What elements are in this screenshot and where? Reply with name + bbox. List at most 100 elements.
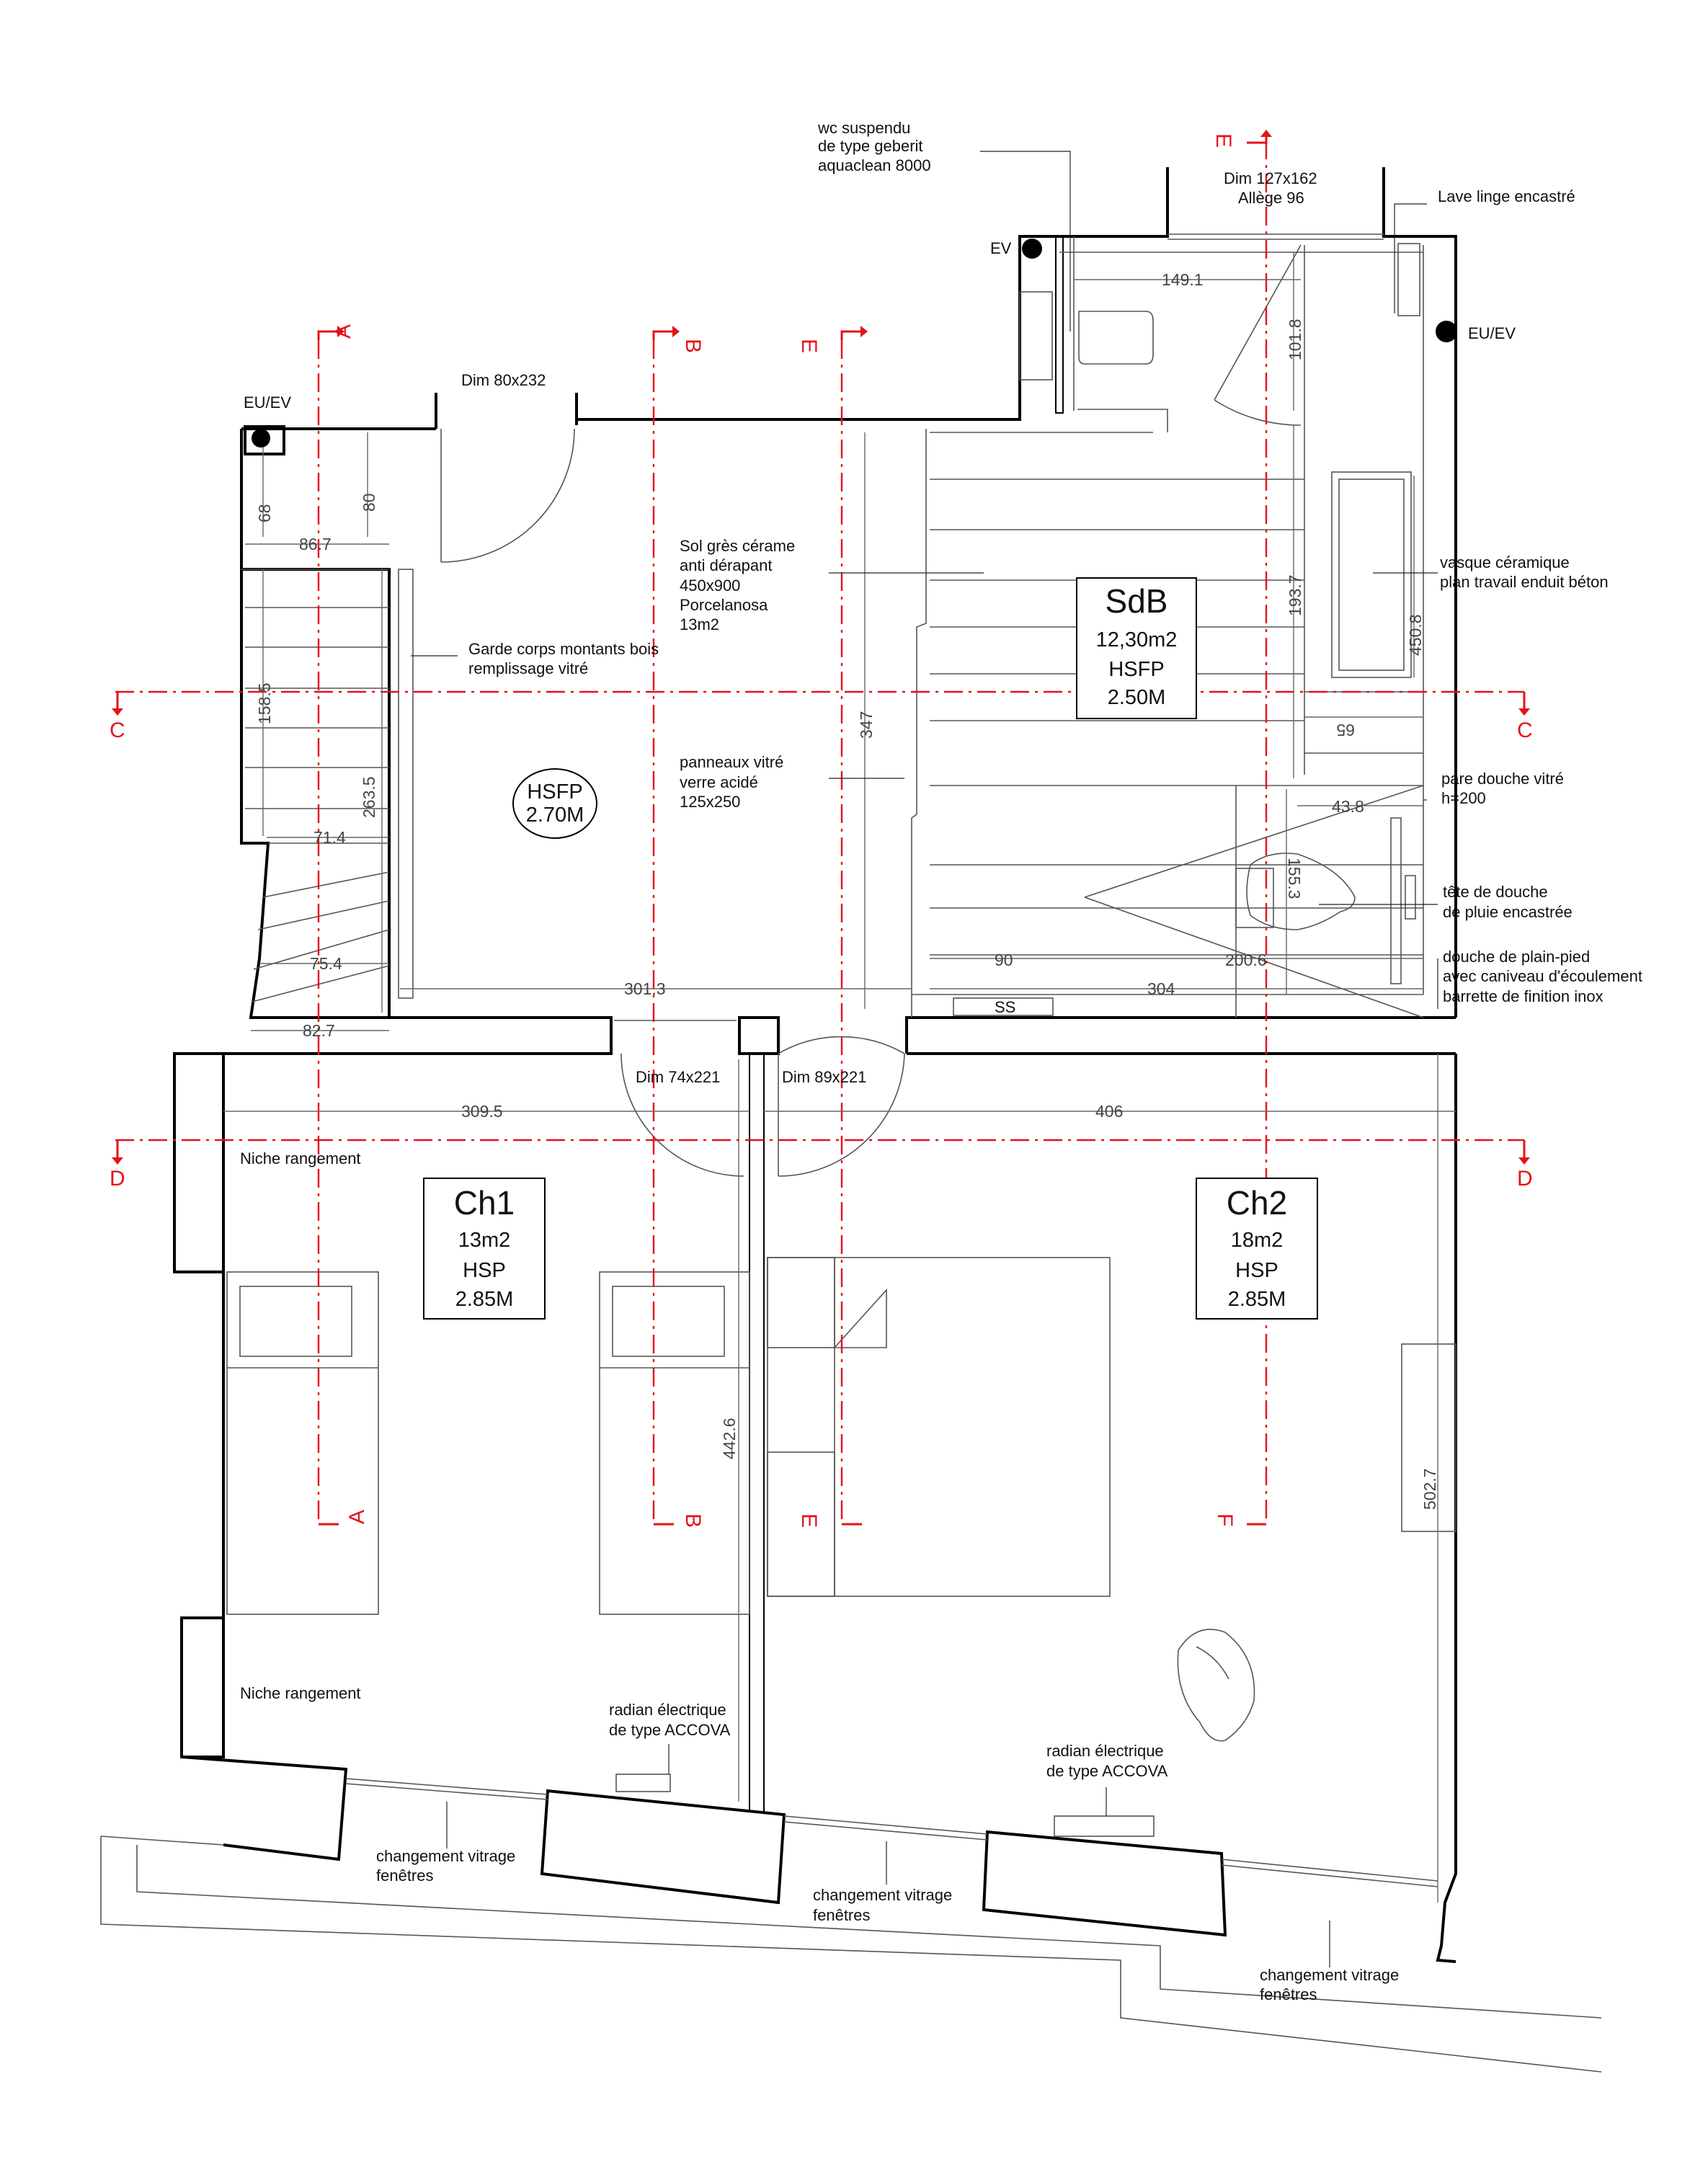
- landing-height: 2.70M: [526, 804, 584, 827]
- dim-450-8: 450.8: [1406, 614, 1425, 656]
- panneaux-note-1: panneaux vitré: [680, 753, 783, 771]
- section-d-left: D: [110, 1167, 125, 1191]
- dim-80: 80: [360, 493, 378, 512]
- section-d-right: D: [1517, 1167, 1533, 1191]
- wc-note-3: aquaclean 8000: [818, 156, 931, 174]
- landing-hsfp: HSFP: [527, 780, 582, 804]
- door-entry-dim: Dim 80x232: [461, 371, 546, 389]
- lave-linge-note: Lave linge encastré: [1438, 187, 1575, 205]
- dim-406: 406: [1095, 1102, 1123, 1121]
- garde-corps-note-2: remplissage vitré: [468, 659, 588, 677]
- vitrage-1-line-2: fenêtres: [376, 1867, 434, 1885]
- dim-65: 65: [1336, 721, 1355, 739]
- ch2-name: Ch2: [1227, 1184, 1287, 1222]
- dim-263-5: 263.5: [360, 776, 378, 818]
- vitrage-1-line-1: changement vitrage: [376, 1847, 515, 1865]
- door-ch1-dim: Dim 74x221: [636, 1068, 720, 1086]
- radian-1-line-2: de type ACCOVA: [609, 1721, 731, 1739]
- section-a-top: A: [332, 324, 355, 339]
- sdb-height: 2.50M: [1108, 686, 1166, 709]
- section-c-left: C: [110, 718, 125, 742]
- ev-pipe-icon: [1022, 239, 1042, 259]
- radian-1-line-1: radian électrique: [609, 1701, 726, 1719]
- sol-note-2: anti dérapant: [680, 556, 772, 574]
- sdb-type: HSFP: [1108, 658, 1164, 681]
- annotations: wc suspendu de type geberit aquaclean 80…: [240, 119, 1642, 2003]
- wc-note-1: wc suspendu: [817, 119, 910, 137]
- walls: [100, 167, 1602, 2073]
- panneaux-note-2: verre acidé: [680, 773, 758, 791]
- dim-309-5: 309.5: [461, 1102, 503, 1121]
- ch1-height: 2.85M: [455, 1288, 514, 1311]
- drain-symbols: [252, 239, 1457, 448]
- ss-label: SS: [995, 998, 1015, 1016]
- leaders: [411, 151, 1438, 1967]
- ev-label: EV: [990, 239, 1012, 257]
- dim-75-4: 75.4: [310, 954, 342, 973]
- radian-2-line-2: de type ACCOVA: [1046, 1762, 1168, 1780]
- ch2-height: 2.85M: [1228, 1288, 1286, 1311]
- dim-82-7: 82.7: [303, 1021, 335, 1040]
- vitrage-2-line-1: changement vitrage: [813, 1886, 952, 1904]
- sdb-area: 12,30m2: [1096, 628, 1178, 651]
- dim-301-3: 301.3: [624, 979, 666, 998]
- vitrage-2-line-2: fenêtres: [813, 1906, 871, 1924]
- section-b-top: B: [681, 339, 705, 353]
- sol-note-3: 450x900: [680, 577, 740, 595]
- section-f-bottom: F: [1213, 1513, 1237, 1526]
- vasque-note-2: plan travail enduit béton: [1440, 573, 1609, 591]
- dim-502-7: 502.7: [1420, 1468, 1439, 1510]
- niche-bottom-note: Niche rangement: [240, 1684, 361, 1702]
- radian-2-line-1: radian électrique: [1046, 1742, 1164, 1760]
- pare-douche-note-1: pare douche vitré: [1441, 770, 1564, 788]
- pare-douche-note-2: h=200: [1441, 789, 1486, 807]
- stair: [241, 569, 414, 1002]
- dim-149-1: 149.1: [1162, 270, 1204, 289]
- ch2-label-box: [1196, 1178, 1318, 1320]
- sol-note-1: Sol grès cérame: [680, 537, 795, 555]
- section-e-topright: E: [1211, 133, 1235, 148]
- ch1-area: 13m2: [458, 1229, 511, 1252]
- dimension-labels: 149.1 101.8 193.7 450.8 65 43.8 155.3 90…: [255, 270, 1439, 1510]
- euev-label-right: EU/EV: [1468, 324, 1516, 342]
- sdb-label-box: [1076, 577, 1197, 719]
- room-labels: HSFP 2.70M SdB 12,30m2 HSFP 2.50M Ch1 13…: [423, 577, 1318, 1320]
- window-dim-2: Allège 96: [1238, 189, 1304, 207]
- ch2-area: 18m2: [1231, 1229, 1284, 1252]
- tete-douche-note-2: de pluie encastrée: [1443, 903, 1573, 921]
- doors: [440, 428, 905, 1177]
- section-labels: A B E E A B E F C C D D: [110, 133, 1533, 1528]
- euev-pipe-icon-left: [252, 429, 270, 448]
- douche-note-3: barrette de finition inox: [1443, 987, 1604, 1005]
- ch1-type: HSP: [463, 1259, 506, 1282]
- euev-label-left: EU/EV: [244, 393, 291, 411]
- dim-86-7: 86.7: [299, 535, 332, 553]
- douche-note-1: douche de plain-pied: [1443, 948, 1590, 966]
- dim-347: 347: [857, 711, 876, 739]
- tete-douche-note-1: tête de douche: [1443, 883, 1548, 901]
- ch1-name: Ch1: [454, 1184, 515, 1222]
- vitrage-3-line-2: fenêtres: [1260, 1985, 1317, 2003]
- section-b-bottom: B: [681, 1513, 705, 1528]
- wc-note-2: de type geberit: [818, 137, 923, 155]
- dim-193-7: 193.7: [1286, 574, 1304, 616]
- dim-71-4: 71.4: [313, 828, 346, 847]
- garde-corps-note-1: Garde corps montants bois: [468, 640, 659, 658]
- dim-155-3: 155.3: [1285, 858, 1304, 899]
- dim-43-8: 43.8: [1332, 797, 1364, 816]
- dim-68: 68: [255, 504, 274, 522]
- sdb-name: SdB: [1106, 582, 1168, 620]
- dim-90: 90: [995, 951, 1013, 969]
- panneaux-note-3: 125x250: [680, 793, 740, 811]
- sol-note-5: 13m2: [680, 615, 719, 633]
- sol-note-4: Porcelanosa: [680, 596, 768, 614]
- dim-304: 304: [1147, 979, 1175, 998]
- ch2-type: HSP: [1235, 1259, 1278, 1282]
- douche-note-2: avec caniveau d'écoulement: [1443, 967, 1642, 985]
- section-c-right: C: [1517, 718, 1533, 742]
- euev-pipe-icon-right: [1436, 321, 1457, 342]
- door-ch2-dim: Dim 89x221: [782, 1068, 866, 1086]
- dim-442-6: 442.6: [720, 1418, 739, 1459]
- dimension-lines: [223, 252, 1456, 1903]
